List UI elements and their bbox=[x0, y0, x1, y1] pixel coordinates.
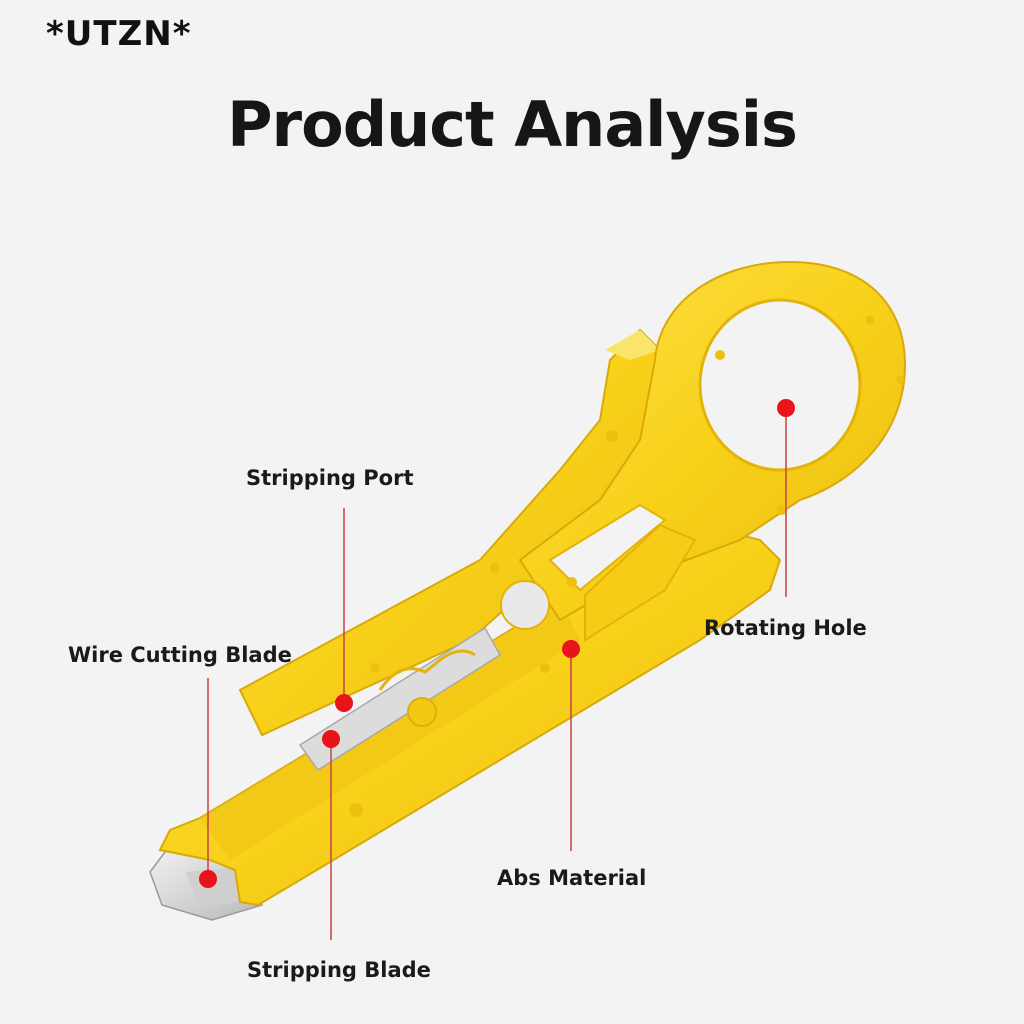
tool-body bbox=[158, 260, 907, 907]
label-stripping-port: Stripping Port bbox=[246, 466, 414, 490]
label-wire-cutting-blade: Wire Cutting Blade bbox=[68, 643, 292, 667]
marker-stripping-port bbox=[335, 694, 353, 712]
page-title: Product Analysis bbox=[227, 88, 798, 161]
brand-logo-text: *UTZN* bbox=[46, 14, 192, 54]
callout-leaders bbox=[207, 408, 787, 940]
marker-abs-material bbox=[562, 640, 580, 658]
label-stripping-blade: Stripping Blade bbox=[247, 958, 431, 982]
label-abs-material: Abs Material bbox=[497, 866, 647, 890]
label-rotating-hole: Rotating Hole bbox=[704, 616, 867, 640]
marker-wire-cutting bbox=[199, 870, 217, 888]
callout-markers bbox=[199, 399, 795, 888]
marker-stripping-blade bbox=[322, 730, 340, 748]
marker-rotating-hole bbox=[777, 399, 795, 417]
